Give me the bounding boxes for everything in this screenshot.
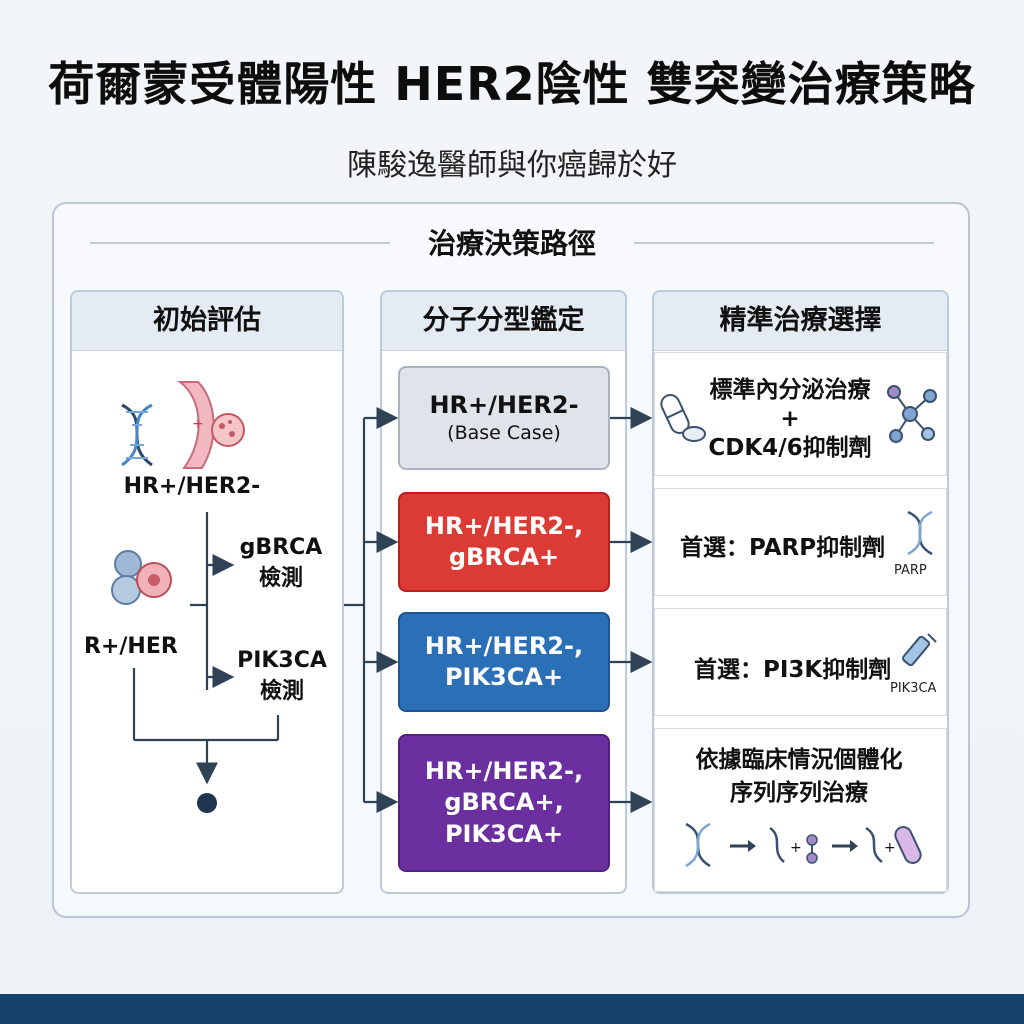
therapy-line: +: [780, 405, 800, 432]
inhibitor-icon: [901, 633, 937, 667]
therapy-line: 序列序列治療: [730, 780, 868, 807]
sequential-therapy-icons: + +: [685, 822, 922, 868]
dna-icon: [907, 510, 933, 556]
box-line: HR+/HER2-,: [424, 757, 584, 786]
breast-tissue-icon: +: [176, 381, 245, 469]
box-line: HR+/HER2-,: [424, 631, 584, 660]
therapy-line: CDK4/6抑制劑: [708, 434, 872, 461]
box-line: PIK3CA+: [444, 663, 564, 691]
page-title: 荷爾蒙受體陽性 HER2陰性 雙突變治療策略: [48, 57, 976, 111]
dna-icon: [121, 403, 153, 467]
footer-bar: [0, 994, 1024, 1024]
test-type: 檢測: [258, 565, 303, 591]
status-label: HR+/HER2-: [123, 474, 261, 499]
svg-text:+: +: [884, 840, 896, 856]
section-title: 治療決策路徑: [427, 227, 596, 260]
box-line: HR+/HER2-: [429, 391, 579, 420]
status-label-truncated: R+/HER: [84, 634, 178, 659]
dna-plus-molecule-icon: +: [769, 826, 818, 864]
test-name: gBRCA: [239, 535, 323, 560]
dna-icon: [685, 822, 711, 868]
page-subtitle: 陳駿逸醫師與你癌歸於好: [347, 148, 677, 183]
endpoint-dot: [197, 793, 217, 813]
therapy-text-individualized: 依據臨床情況個體化 序列序列治療: [664, 744, 934, 811]
subtype-box-dual-mutation: HR+/HER2-, gBRCA+, PIK3CA+: [398, 734, 610, 872]
molecule-icon: [887, 385, 937, 443]
section-divider-right: [634, 242, 934, 244]
section-divider-left: [90, 242, 390, 244]
therapy-text-pi3k: 首選：PI3K抑制劑: [694, 657, 892, 683]
column-header: 初始評估: [72, 292, 342, 351]
therapy-line: 依據臨床情況個體化: [695, 747, 903, 773]
therapy-option-pi3k: [654, 608, 947, 716]
therapy-text-parp: 首選：PARP抑制劑: [680, 535, 886, 561]
therapy-tag: PARP: [894, 563, 927, 578]
dna-plus-pill-icon: +: [865, 826, 922, 864]
subtype-box-pik3ca: HR+/HER2-, PIK3CA+: [398, 612, 610, 712]
svg-text:+: +: [790, 840, 802, 856]
pik3ca-test-label: PIK3CA 檢測: [232, 646, 332, 708]
therapy-option-individualized: [654, 728, 947, 892]
cell-cluster-icon: [111, 550, 172, 605]
test-type: 檢測: [259, 678, 304, 704]
pill-icon: [660, 394, 706, 442]
box-line: (Base Case): [447, 422, 561, 445]
therapy-option-parp: [654, 488, 947, 596]
gbrca-test-label: gBRCA 檢測: [236, 533, 326, 595]
column-header: 分子分型鑑定: [382, 292, 625, 351]
box-line: PIK3CA+: [444, 819, 564, 848]
column-header: 精準治療選擇: [654, 292, 947, 351]
box-line: HR+/HER2-,: [424, 511, 584, 540]
box-line: gBRCA+: [448, 543, 560, 571]
therapy-line: 標準內分泌治療: [709, 377, 871, 403]
therapy-text-standard: 標準內分泌治療 + CDK4/6抑制劑: [700, 376, 880, 462]
svg-text:+: +: [192, 416, 204, 432]
box-line: gBRCA+,: [444, 788, 564, 817]
subtype-box-base-case: HR+/HER2- (Base Case): [398, 366, 610, 470]
therapy-option-standard: [654, 352, 947, 476]
subtype-box-gbrca: HR+/HER2-, gBRCA+: [398, 492, 610, 592]
test-name: PIK3CA: [237, 648, 327, 673]
therapy-tag: PIK3CA: [890, 681, 937, 696]
